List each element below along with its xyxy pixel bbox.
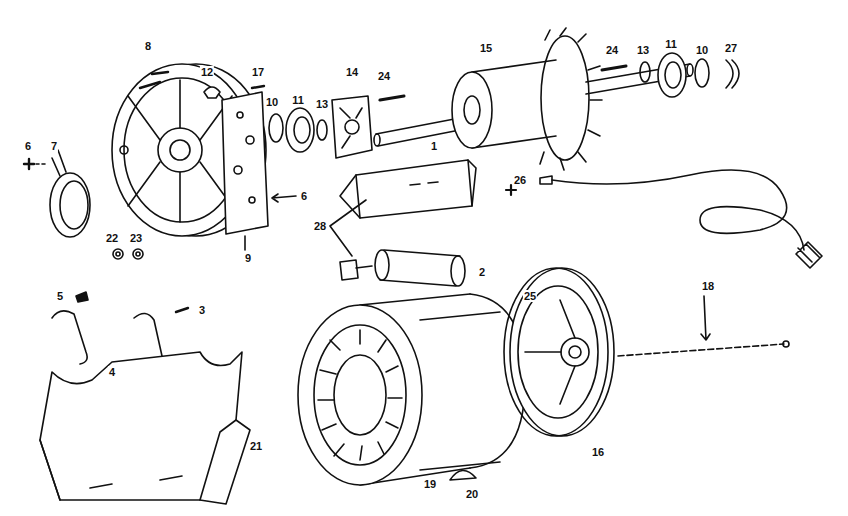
callout-number: 14 xyxy=(345,66,359,78)
callout-number: 16 xyxy=(591,446,605,458)
callout-number: 18 xyxy=(701,280,715,292)
callout-number: 10 xyxy=(695,44,709,56)
callout-number: 23 xyxy=(129,232,143,244)
callout-number: 22 xyxy=(105,232,119,244)
callout-number: 8 xyxy=(144,40,152,52)
callout-number: 13 xyxy=(636,44,650,56)
callout-number: 15 xyxy=(479,42,493,54)
callout-number: 1 xyxy=(430,140,438,152)
callout-number: 24 xyxy=(605,44,619,56)
callout-number: 20 xyxy=(465,488,479,500)
callout-number: 13 xyxy=(315,98,329,110)
callout-number: 7 xyxy=(50,140,58,152)
callout-number: 27 xyxy=(724,42,738,54)
callout-number: 19 xyxy=(423,478,437,490)
callout-number: 9 xyxy=(244,252,252,264)
callout-number: 25 xyxy=(523,290,537,302)
callout-number: 28 xyxy=(313,220,327,232)
callout-number: 5 xyxy=(56,290,64,302)
callout-number: 2 xyxy=(478,266,486,278)
callout-number: 11 xyxy=(291,94,305,106)
callout-number: 3 xyxy=(198,304,206,316)
callout-number: 6 xyxy=(300,190,308,202)
callout-number: 4 xyxy=(108,366,116,378)
callout-number: 17 xyxy=(251,66,265,78)
callout-number: 21 xyxy=(249,440,263,452)
callout-number: 26 xyxy=(513,174,527,186)
callout-number: 6 xyxy=(24,140,32,152)
callout-number: 11 xyxy=(664,38,678,50)
callout-number: 24 xyxy=(377,70,391,82)
callout-number: 12 xyxy=(200,66,214,78)
callout-number: 10 xyxy=(265,96,279,108)
